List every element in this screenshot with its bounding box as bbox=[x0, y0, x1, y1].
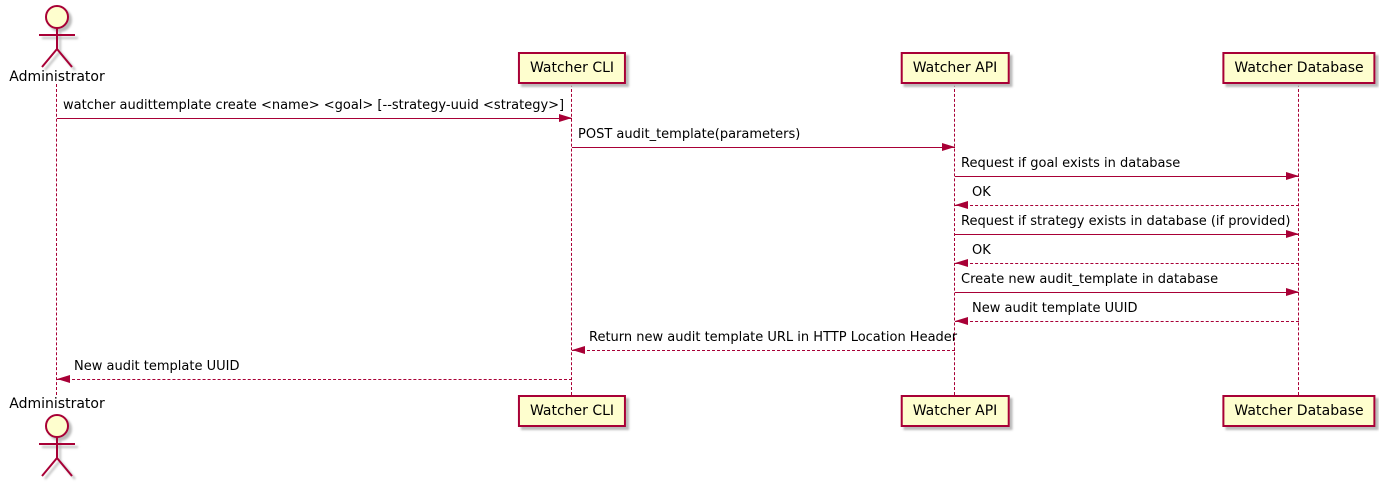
arrow-left-icon bbox=[955, 317, 1299, 326]
participant-watcher-cli-top: Watcher CLI bbox=[517, 52, 627, 84]
arrow-left-icon bbox=[955, 259, 1299, 268]
actor-label: Administrator bbox=[9, 69, 105, 85]
actor-administrator-top: Administrator bbox=[0, 3, 117, 85]
actor-administrator-bottom: Administrator bbox=[0, 396, 117, 478]
lifeline-watcher-api bbox=[954, 84, 955, 395]
message-9: Return new audit template URL in HTTP Lo… bbox=[572, 330, 958, 355]
participant-watcher-api-bottom: Watcher API bbox=[900, 395, 1010, 427]
lifeline-watcher-database bbox=[1298, 84, 1299, 395]
actor-label: Administrator bbox=[9, 396, 105, 412]
lifeline-watcher-cli bbox=[571, 84, 572, 395]
participant-watcher-cli-bottom: Watcher CLI bbox=[517, 395, 627, 427]
message-label: OK bbox=[972, 243, 991, 258]
message-label: Create new audit_template in database bbox=[961, 272, 1219, 287]
participant-watcher-database-top: Watcher Database bbox=[1222, 52, 1376, 84]
lifeline-administrator bbox=[56, 84, 57, 395]
message-7: Create new audit_template in database bbox=[955, 272, 1299, 297]
arrow-right-icon bbox=[955, 288, 1299, 297]
message-6: OK bbox=[955, 243, 1299, 268]
message-label: Return new audit template URL in HTTP Lo… bbox=[589, 330, 958, 345]
arrow-left-icon bbox=[572, 346, 955, 355]
arrow-right-icon bbox=[57, 114, 572, 123]
message-4: OK bbox=[955, 185, 1299, 210]
actor-stick-figure-icon bbox=[39, 414, 75, 477]
message-10: New audit template UUID bbox=[57, 359, 572, 384]
arrow-right-icon bbox=[955, 230, 1299, 239]
participant-watcher-api-top: Watcher API bbox=[900, 52, 1010, 84]
message-8: New audit template UUID bbox=[955, 301, 1299, 326]
message-label: Request if goal exists in database bbox=[961, 156, 1181, 171]
message-3: Request if goal exists in database bbox=[955, 156, 1299, 181]
message-5: Request if strategy exists in database (… bbox=[955, 214, 1299, 239]
arrow-left-icon bbox=[57, 375, 572, 384]
message-label: New audit template UUID bbox=[972, 301, 1138, 316]
message-label: watcher audittemplate create <name> <goa… bbox=[63, 98, 565, 113]
arrow-right-icon bbox=[955, 172, 1299, 181]
actor-stick-figure-icon bbox=[39, 5, 75, 68]
message-label: Request if strategy exists in database (… bbox=[961, 214, 1291, 229]
message-label: New audit template UUID bbox=[74, 359, 240, 374]
message-2: POST audit_template(parameters) bbox=[572, 127, 955, 152]
message-label: OK bbox=[972, 185, 991, 200]
message-label: POST audit_template(parameters) bbox=[578, 127, 801, 142]
arrow-right-icon bbox=[572, 143, 955, 152]
participant-watcher-database-bottom: Watcher Database bbox=[1222, 395, 1376, 427]
message-1: watcher audittemplate create <name> <goa… bbox=[57, 98, 572, 123]
arrow-left-icon bbox=[955, 201, 1299, 210]
